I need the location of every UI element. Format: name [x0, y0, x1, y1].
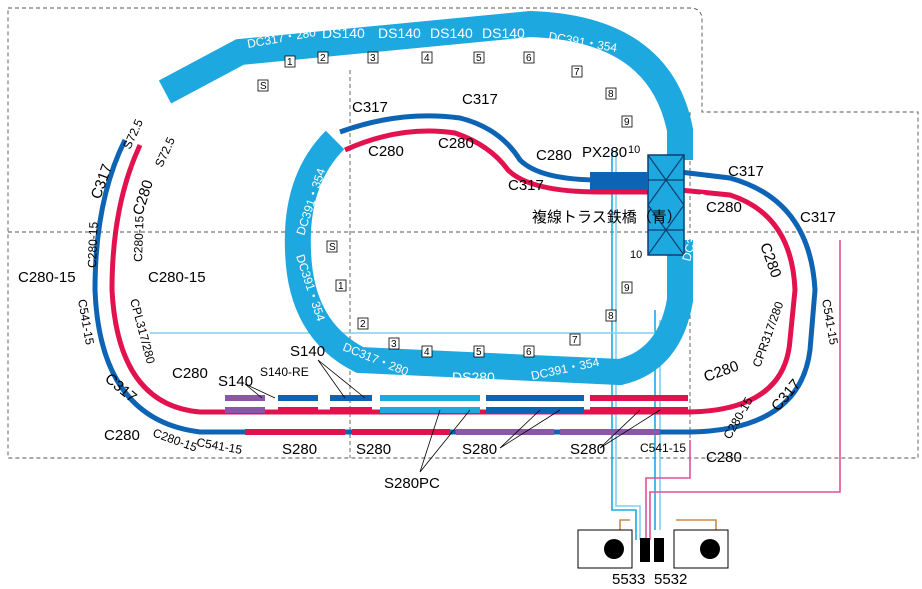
inner-loop-track: [284, 113, 693, 386]
label-c280-top-left: C280: [368, 143, 404, 160]
pier-5-inner: 5: [476, 347, 482, 358]
label-c317-right-side: C317: [800, 209, 836, 226]
inner-bottom-mid: DS280: [452, 369, 495, 385]
pier-7-inner: 7: [572, 335, 578, 346]
label-c280-right-corner: C280: [706, 449, 742, 466]
board-outline: [7, 7, 919, 459]
pier-1: 1: [287, 57, 293, 68]
label-c280-right-bottom: C280: [702, 358, 742, 386]
label-c280-top-mid: C280: [438, 135, 474, 152]
power-controllers: [577, 529, 729, 569]
pier-9-inner: 9: [624, 283, 630, 294]
label-s280-c: S280: [462, 441, 497, 458]
pier-4-inner: 4: [424, 347, 430, 358]
label-c280-left-bottom2: C280: [172, 365, 208, 382]
label-s280-b: S280: [356, 441, 391, 458]
label-s72-5-b: S72.5: [152, 135, 178, 170]
pier-4: 4: [424, 53, 430, 64]
label-c280-px: C280: [536, 147, 572, 164]
pier-6-inner: 6: [526, 347, 532, 358]
label-c280-right-side: C280: [756, 241, 784, 281]
label-c541-15-right: C541-15: [819, 298, 841, 346]
label-cpr: CPR317/280: [750, 299, 787, 369]
label-c541-15-left-bottom: C541-15: [195, 435, 243, 457]
pier-7: 7: [574, 67, 580, 78]
label-px280: PX280: [582, 144, 627, 161]
label-s140-re: S140-RE: [260, 365, 309, 379]
outer-straight-4: DS140: [430, 25, 473, 41]
pier-1-inner: 1: [338, 281, 344, 292]
pier-3-inner: 3: [391, 339, 397, 350]
label-ctrl-5532: 5532: [654, 571, 687, 588]
label-c317-top-mid: C317: [462, 91, 498, 108]
label-c541-15-bottom-right: C541-15: [640, 441, 686, 455]
label-c280-15-left-b: C280-15: [131, 215, 147, 262]
pier-9: 9: [624, 117, 630, 128]
label-ctrl-5533: 5533: [612, 571, 645, 588]
pier-6: 6: [526, 53, 532, 64]
label-s280pc: S280PC: [384, 475, 440, 492]
label-s140-b: S140: [290, 343, 325, 360]
outer-straight-2: DS140: [322, 25, 365, 41]
label-s140-a: S140: [218, 373, 253, 390]
label-c280-right-top: C280: [706, 199, 742, 216]
label-c280-15-left-c: C280-15: [18, 269, 76, 286]
truss-bridge: [590, 154, 685, 256]
pier-2-inner: 2: [360, 319, 366, 330]
pier-3: 3: [370, 53, 376, 64]
pier-s-outer: S: [260, 81, 267, 92]
label-c280-left: C280: [130, 178, 157, 217]
label-c280-left-bottom: C280: [104, 427, 140, 444]
label-c280-15-right: C280-15: [720, 394, 755, 441]
label-c317-left: C317: [88, 162, 116, 202]
pier-s-inner: S: [329, 242, 336, 253]
label-c280-15-left-d: C280-15: [148, 269, 206, 286]
leader-lines: [244, 359, 661, 473]
pier-10: 10: [628, 144, 640, 156]
label-s280-a: S280: [282, 441, 317, 458]
label-bridge: 複線トラス鉄橋（青）: [532, 209, 682, 226]
outer-straight-5: DS140: [482, 25, 525, 41]
label-c280-15-left-a: C280-15: [85, 221, 101, 268]
label-c317-px: C317: [508, 177, 544, 194]
pier-2: 2: [320, 53, 326, 64]
pier-5: 5: [476, 53, 482, 64]
pier-8-inner: 8: [608, 311, 614, 322]
pier-8: 8: [608, 89, 614, 100]
label-cpl: CPL317/280: [127, 297, 158, 365]
pier-10-inner: 10: [630, 249, 642, 261]
outer-straight-3: DS140: [378, 25, 421, 41]
label-c317-right-top: C317: [728, 163, 764, 180]
bottom-straights: [225, 395, 688, 435]
label-c317-top-left: C317: [352, 99, 388, 116]
label-s280-d: S280: [570, 441, 605, 458]
